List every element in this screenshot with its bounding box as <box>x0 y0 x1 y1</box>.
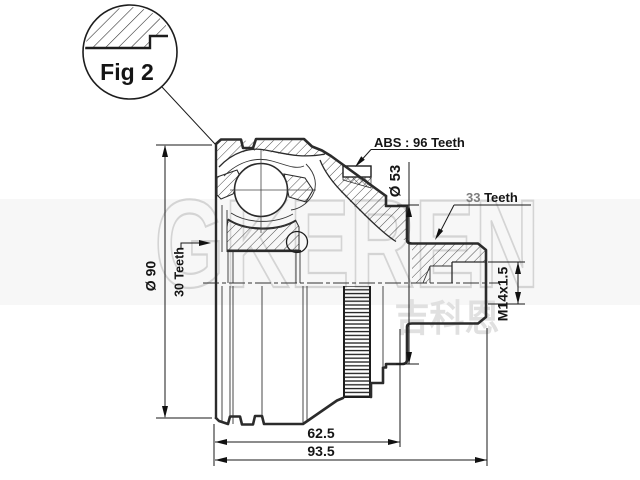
watermark-cjk-text: 吉科恩 <box>395 298 500 339</box>
abs-ring-teeth-band <box>344 286 370 397</box>
ring-diameter-label: Ø 53 <box>387 165 404 198</box>
annotation-inner-spline: 30 Teeth <box>172 240 211 297</box>
inner-spline-leader <box>180 242 201 249</box>
dimension-thread: M14x1.5 <box>488 261 525 322</box>
dimension-length-total: 93.5 <box>215 328 488 466</box>
annotation-outer-spline: 33 Teeth <box>435 190 531 240</box>
drill-tip-line <box>422 265 431 284</box>
annotation-abs-ring: ABS : 96 Teeth <box>355 135 465 167</box>
dimension-length-inner: 62.5 <box>213 329 401 466</box>
watermark: GKEREN 吉科恩 <box>0 174 640 339</box>
housing-mouth-curve <box>290 163 316 211</box>
inner-race-groove-arc <box>227 218 297 229</box>
balloon-detail-profile <box>85 34 168 50</box>
abs-ring-exterior <box>343 286 371 398</box>
outer-race-track-arc <box>218 148 326 168</box>
watermark-band <box>0 199 640 305</box>
outer-diameter-label: Ø 90 <box>143 261 159 292</box>
inner-race-groove-arc2 <box>230 212 294 222</box>
outer-spline-label: 33 Teeth <box>466 190 518 205</box>
dimension-ring-diameter: Ø 53 <box>387 162 419 365</box>
abs-ring-label: ABS : 96 Teeth <box>374 135 465 150</box>
fig2-balloon: Fig 2 <box>82 4 216 145</box>
outer-race-track-arc2 <box>223 158 305 177</box>
cage-section-right <box>283 173 314 203</box>
outer-race-wall-hatch <box>217 140 326 165</box>
thread-label: M14x1.5 <box>495 267 511 322</box>
balloon-leader <box>161 86 216 145</box>
housing-section <box>216 140 406 283</box>
figure-label: Fig 2 <box>100 59 154 85</box>
inner-spline-label: 30 Teeth <box>172 247 186 297</box>
housing-profile <box>214 137 488 426</box>
outer-teeth-word: Teeth <box>480 190 517 205</box>
spline-shaft-hatch <box>412 244 486 283</box>
outer-teeth-count: 33 <box>466 190 480 205</box>
length-total-label: 93.5 <box>307 443 334 459</box>
cone-section-hatch <box>320 157 406 240</box>
dimension-outer-diameter: Ø 90 <box>143 144 212 419</box>
detail-circle <box>285 230 309 254</box>
bottom-silhouette <box>214 396 345 426</box>
top-silhouette <box>214 137 388 198</box>
length-inner-label: 62.5 <box>307 425 334 441</box>
shaft-section <box>412 244 486 284</box>
cone-inner-boundary <box>319 159 397 243</box>
